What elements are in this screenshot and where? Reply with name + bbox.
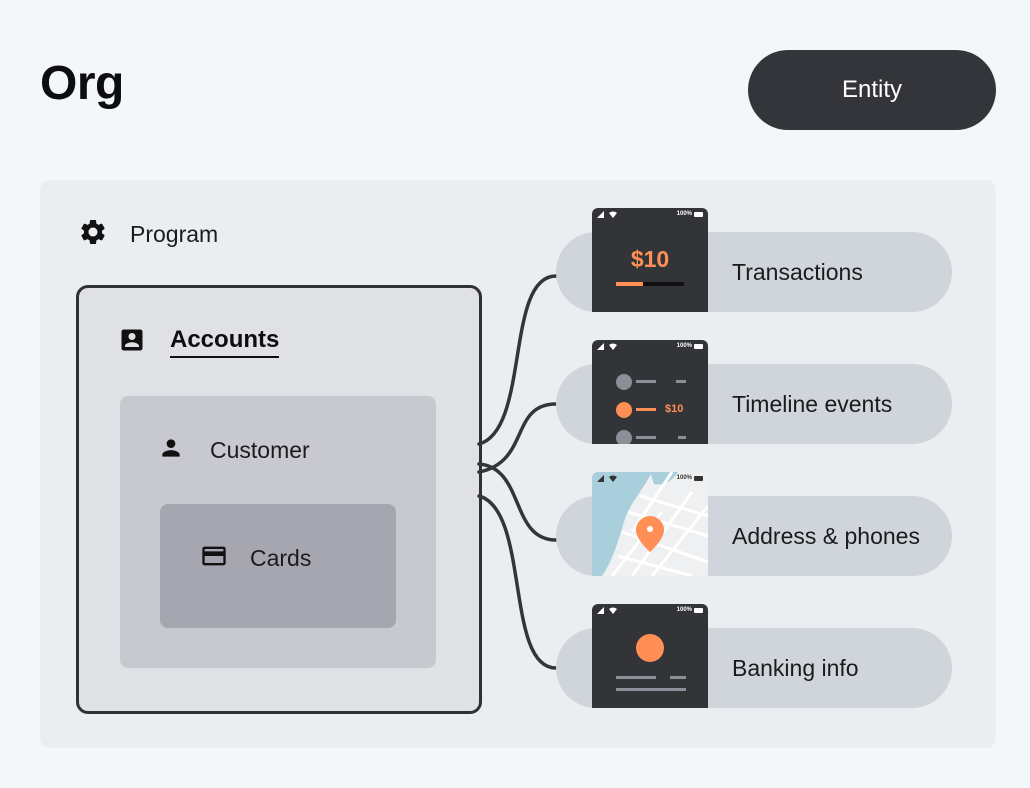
accounts-row: Accounts [118, 326, 280, 359]
cards-row: Cards [200, 542, 311, 574]
connector-address [477, 462, 558, 542]
signal-wifi-icon [597, 343, 617, 350]
bank-line [670, 676, 686, 679]
timeline-dot-active [616, 402, 632, 418]
battery-icon [694, 212, 703, 217]
gear-icon [78, 217, 108, 252]
transaction-progress-fill [616, 282, 644, 286]
map-pin-icon [636, 516, 664, 552]
connector-banking [477, 494, 558, 670]
battery-icon [694, 344, 703, 349]
bank-avatar [636, 634, 664, 662]
transactions-screen: 100% $10 [592, 208, 708, 312]
timeline-list [616, 374, 686, 444]
cards-box [160, 504, 396, 628]
bank-line [616, 688, 686, 691]
timeline-line [678, 436, 686, 439]
customer-label: Customer [210, 436, 310, 463]
transaction-amount: $10 [630, 246, 670, 272]
timeline-line [636, 436, 656, 439]
status-bar: 100% [592, 604, 708, 618]
battery-text: 100% [676, 343, 692, 349]
transaction-progress [616, 282, 684, 286]
status-bar: 100% [592, 208, 708, 222]
map-view [592, 472, 708, 576]
person-icon [158, 435, 184, 466]
banking-screen: 100% [592, 604, 708, 708]
account-box-icon [118, 326, 146, 359]
signal-wifi-icon [597, 211, 617, 218]
credit-card-icon [200, 542, 228, 575]
timeline-dot [616, 430, 632, 444]
customer-row: Customer [158, 434, 310, 466]
timeline-line [676, 380, 686, 383]
map-screen: 100% [592, 472, 708, 576]
entity-label: Banking info [732, 654, 859, 681]
signal-wifi-icon [597, 607, 617, 614]
timeline-dot [616, 374, 632, 390]
battery-icon [694, 476, 703, 481]
timeline-amount: $10 [665, 403, 684, 415]
program-label: Program [130, 220, 219, 247]
battery-icon [694, 608, 703, 613]
banking-content [616, 634, 686, 691]
battery-text: 100% [676, 211, 692, 217]
timeline-line [636, 380, 656, 383]
timeline-line-active [636, 408, 656, 411]
signal-wifi-icon [597, 475, 617, 482]
bank-line [616, 676, 656, 679]
cards-label: Cards [250, 544, 312, 571]
map-water [592, 472, 652, 576]
status-bar: 100% [592, 340, 708, 354]
entity-label: Timeline events [732, 390, 893, 417]
status-bar: 100% [592, 472, 708, 486]
entity-label: Address & phones [732, 522, 920, 549]
program-row: Program [78, 218, 218, 250]
entity-label: Transactions [732, 258, 863, 285]
connector-transactions [477, 274, 558, 446]
battery-text: 100% [676, 607, 692, 613]
page-title: Org [40, 57, 124, 110]
entity-button[interactable]: Entity [748, 50, 996, 130]
timeline-screen: 100% $10 [592, 340, 708, 444]
accounts-label[interactable]: Accounts [170, 326, 280, 358]
battery-text: 100% [676, 475, 692, 481]
